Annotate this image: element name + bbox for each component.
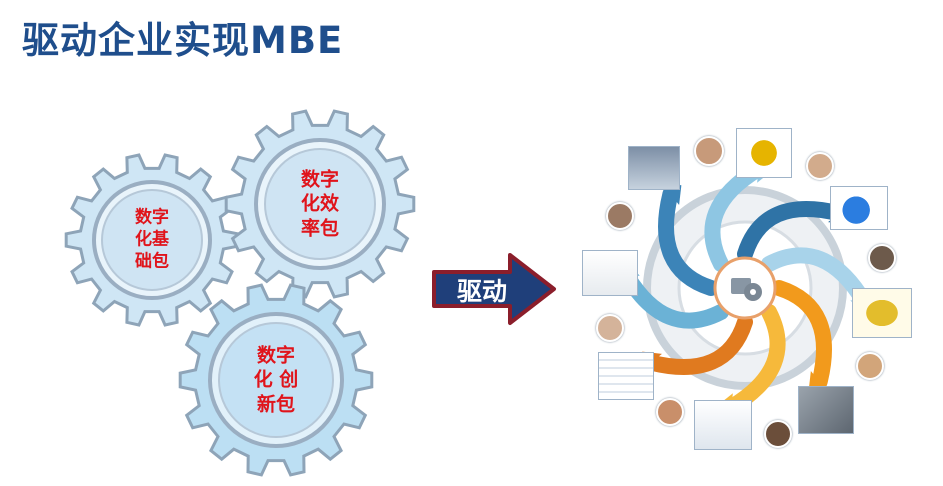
person-avatar: [856, 352, 884, 380]
center-part-icon: [731, 278, 762, 301]
gear-icon: [178, 283, 374, 477]
gear-label-efficiency: 数字 化效 率包: [301, 168, 339, 241]
gear-icon: [64, 153, 240, 327]
simulation-thumbnail: [830, 186, 888, 230]
person-avatar: [694, 136, 724, 166]
gear-label-line: 数字: [135, 207, 169, 228]
gear-efficiency: 数字 化效 率包: [222, 106, 418, 302]
gear-label-line: 新包: [256, 393, 295, 416]
person-avatar: [764, 420, 792, 448]
cad-part-thumbnail: [736, 128, 792, 178]
person-avatar: [656, 398, 684, 426]
gear-innovation: 数字 化 创 新包: [176, 280, 376, 480]
gear-label-line: 化效: [300, 192, 340, 215]
assembly-thumbnail: [852, 288, 912, 338]
person-avatar: [868, 244, 896, 272]
drive-arrow: [432, 253, 556, 325]
gear-label-line: 础包: [135, 250, 169, 271]
swirl-arrow: [737, 201, 847, 262]
gear-label-foundation: 数字 化基 础包: [135, 207, 169, 272]
gear-icon: [224, 109, 416, 299]
person-avatar: [806, 152, 834, 180]
factory-machine-thumbnail: [628, 146, 680, 190]
report-thumbnail: [598, 352, 654, 400]
swirl-arrow: [771, 280, 832, 390]
swirl-arrow: [658, 186, 719, 296]
mbe-process-wheel: [611, 154, 879, 422]
gear-label-line: 数字: [300, 168, 340, 191]
swirl-arrow: [723, 304, 786, 416]
drive-arrow-label: 驱动: [456, 277, 507, 306]
gear-label-innovation: 数字 化 创 新包: [254, 344, 299, 417]
swirl-arrow: [643, 314, 753, 375]
assembly-view-thumbnail: [694, 400, 752, 450]
gear-label-line: 化 创: [253, 368, 299, 391]
drawing-thumbnail: [582, 250, 638, 296]
page-title: 驱动企业实现MBE: [22, 19, 344, 62]
gear-foundation: 数字 化基 础包: [62, 150, 242, 330]
gear-label-line: 化基: [135, 229, 169, 250]
gear-label-line: 率包: [300, 217, 340, 240]
person-avatar: [606, 202, 634, 230]
mold-thumbnail: [798, 386, 854, 434]
gear-label-line: 数字: [256, 344, 295, 367]
person-avatar: [596, 314, 624, 342]
